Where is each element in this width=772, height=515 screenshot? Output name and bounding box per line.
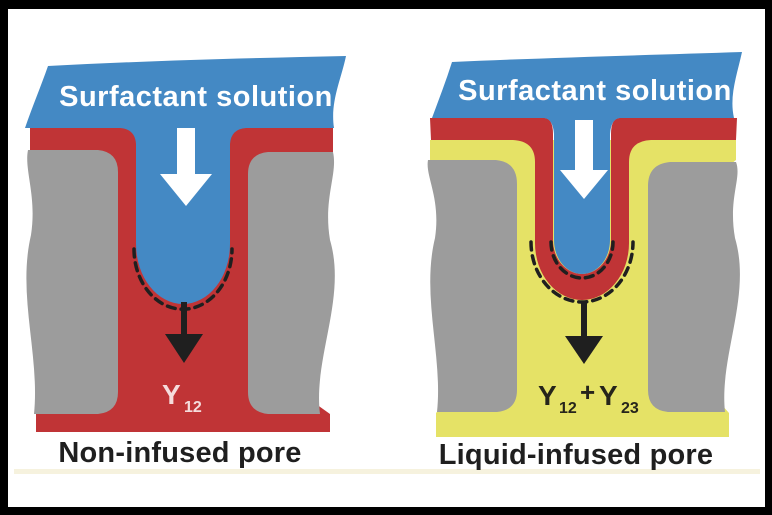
left-panel: Surfactant solution Υ 12 Non-infused por… — [25, 56, 346, 469]
left-panel-caption: Non-infused pore — [58, 437, 301, 469]
gamma23-subscript-right: 23 — [621, 400, 639, 417]
coating-red-sheath-right-panel — [430, 118, 737, 300]
substrate-left-pillar — [26, 150, 119, 414]
surfactant-solution-label-left: Surfactant solution — [59, 81, 333, 113]
right-panel: Surfactant solution Υ 12 + Υ 23 Liquid-i… — [427, 52, 742, 471]
down-arrow-icon-right — [560, 120, 608, 199]
gamma23-symbol-right: Υ — [599, 380, 618, 411]
meniscus-dashed-line-outer — [529, 240, 635, 304]
substrate-right-pillar-right-panel — [648, 162, 740, 412]
surfactant-solution-label-right: Surfactant solution — [458, 75, 732, 107]
gamma12-symbol-left: Υ — [162, 379, 181, 410]
gamma12-symbol-right: Υ — [538, 380, 557, 411]
meniscus-dashed-line-inner — [549, 240, 615, 280]
substrate-left-pillar-right-panel — [427, 160, 517, 412]
tension-arrow-head-right — [565, 336, 603, 364]
plus-sign: + — [580, 377, 595, 407]
right-panel-caption: Liquid-infused pore — [439, 439, 713, 471]
gamma12-subscript-right: 12 — [559, 400, 577, 417]
gamma12-subscript-left: 12 — [184, 399, 202, 416]
down-arrow-icon-left — [160, 128, 212, 206]
divider-line — [14, 469, 760, 474]
substrate-right-pillar — [248, 152, 335, 414]
tension-arrow-head-left — [165, 334, 203, 363]
